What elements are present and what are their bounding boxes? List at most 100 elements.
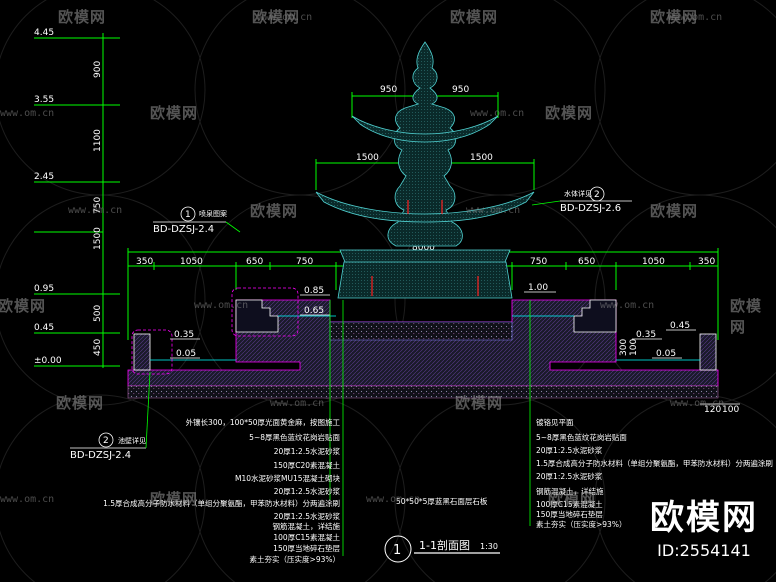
watermark-url: www.om.cn [600, 300, 655, 311]
svg-text:1.00: 1.00 [528, 283, 548, 293]
svg-text:水体详见: 水体详见 [564, 189, 592, 198]
svg-text:1.5厚合成高分子防水材料（单组分聚氨酯，甲苯防水材料）分两: 1.5厚合成高分子防水材料（单组分聚氨酯，甲苯防水材料）分两遍涂刷 [103, 498, 340, 508]
svg-text:350: 350 [136, 257, 153, 267]
svg-text:0.35: 0.35 [174, 330, 194, 340]
right-notes: 镀铬见平面 5~8厚黑色蓝纹花岗岩贴面 20厚1:2.5水泥砂浆 1.5厚合成高… [536, 417, 773, 529]
watermark-url: www.om.cn [366, 494, 421, 505]
svg-text:950: 950 [452, 85, 469, 95]
svg-text:镀铬见平面: 镀铬见平面 [536, 417, 574, 427]
svg-text:BD-DZSJ-2.4: BD-DZSJ-2.4 [70, 450, 131, 461]
svg-text:0.05: 0.05 [656, 349, 676, 359]
elev-245: 2.45 [34, 172, 54, 182]
svg-text:20厚1:2.5水泥砂浆: 20厚1:2.5水泥砂浆 [274, 446, 341, 456]
svg-text:8000: 8000 [412, 243, 435, 253]
svg-text:0.65: 0.65 [304, 306, 324, 316]
watermark: 欧模网 [150, 104, 199, 122]
svg-text:外镶长300，100*50厚光面黄金麻，按图施工: 外镶长300，100*50厚光面黄金麻，按图施工 [186, 417, 341, 427]
watermark: 欧模网 [0, 297, 47, 315]
svg-text:650: 650 [246, 257, 263, 267]
elev-095: 0.95 [34, 284, 54, 294]
watermark-url: www.om.cn [270, 398, 325, 409]
svg-text:5~8厚黑色蓝纹花岗岩贴面: 5~8厚黑色蓝纹花岗岩贴面 [249, 432, 340, 442]
svg-text:M10水泥砂浆MU15混凝土砌块: M10水泥砂浆MU15混凝土砌块 [235, 473, 341, 483]
watermark-url: www.om.cn [0, 108, 55, 119]
watermark-url: www.om.cn [68, 205, 123, 216]
detail-callouts: 1 喷泉图案 BD-DZSJ-2.4 2 水体详见 BD-DZSJ-2.6 2 … [70, 186, 632, 461]
watermark: 欧模网 [545, 104, 594, 122]
watermark: 欧模网 [730, 297, 763, 336]
svg-text:150厚C20素混凝土: 150厚C20素混凝土 [273, 460, 340, 470]
elev-000: ±0.00 [34, 356, 62, 366]
svg-text:950: 950 [380, 85, 397, 95]
watermark: 欧模网 [450, 8, 499, 26]
svg-text:1500: 1500 [93, 227, 103, 250]
svg-text:素土夯实（压实度>93%）: 素土夯实（压实度>93%） [250, 554, 340, 564]
svg-text:750: 750 [93, 197, 103, 214]
svg-text:BD-DZSJ-2.6: BD-DZSJ-2.6 [560, 203, 621, 214]
watermark: 欧模网 [250, 202, 299, 220]
svg-text:钢筋混凝土，详结施: 钢筋混凝土，详结施 [536, 486, 604, 496]
vertical-dim-values: 900 1100 750 1500 500 450 [93, 61, 103, 356]
svg-text:BD-DZSJ-2.4: BD-DZSJ-2.4 [153, 224, 214, 235]
svg-text:2: 2 [103, 436, 109, 446]
elev-445: 4.45 [34, 28, 54, 38]
mid-note: 50*50*5厚蓝黑石面层石板 [396, 496, 488, 506]
brand-logo: 欧模网 [650, 498, 758, 538]
svg-text:1500: 1500 [356, 153, 379, 163]
brand-badge: 欧模网 ID:2554141 [650, 490, 758, 560]
svg-text:5~8厚黑色蓝纹花岗岩贴面: 5~8厚黑色蓝纹花岗岩贴面 [536, 432, 627, 442]
svg-text:1: 1 [393, 543, 401, 558]
svg-text:20厚1:2.5水泥砂浆: 20厚1:2.5水泥砂浆 [536, 445, 603, 455]
svg-text:900: 900 [93, 61, 103, 78]
svg-text:0.05: 0.05 [176, 349, 196, 359]
elev-355: 3.55 [34, 95, 54, 105]
watermark: 欧模网 [252, 8, 301, 26]
watermark-url: www.om.cn [470, 108, 525, 119]
svg-text:1-1剖面图: 1-1剖面图 [419, 538, 470, 552]
svg-text:池壁详见: 池壁详见 [118, 436, 146, 445]
watermark: 欧模网 [548, 490, 597, 508]
section-title: 1 1-1剖面图 1:30 [384, 535, 500, 563]
svg-text:0.45: 0.45 [670, 321, 690, 331]
elevation-labels: 4.45 3.55 2.45 0.95 0.45 ±0.00 [34, 28, 62, 366]
svg-text:150厚当地碎石垫层: 150厚当地碎石垫层 [536, 509, 603, 519]
svg-text:2: 2 [594, 190, 600, 200]
watermark-url: www.om.cn [668, 12, 723, 23]
elev-045: 0.45 [34, 323, 54, 333]
watermark-url: www.om.cn [194, 300, 249, 311]
svg-text:450: 450 [93, 339, 103, 356]
watermark: 欧模网 [650, 8, 699, 26]
svg-text:20厚1:2.5水泥砂浆: 20厚1:2.5水泥砂浆 [274, 511, 341, 521]
fountain-sculpture [315, 41, 535, 299]
svg-text:1100: 1100 [93, 129, 103, 152]
svg-text:150厚当地碎石垫层: 150厚当地碎石垫层 [273, 543, 340, 553]
svg-text:20厚1:2.5水泥砂浆: 20厚1:2.5水泥砂浆 [536, 471, 603, 481]
svg-text:1500: 1500 [470, 153, 493, 163]
watermark-url: www.om.cn [0, 494, 55, 505]
svg-text:100: 100 [722, 405, 739, 415]
watermark-url: www.om.cn [670, 398, 725, 409]
watermark: 欧模网 [150, 490, 199, 508]
svg-text:0.85: 0.85 [304, 286, 324, 296]
svg-text:650: 650 [578, 257, 595, 267]
brand-id: ID:2554141 [657, 541, 751, 560]
svg-text:20厚1:2.5水泥砂浆: 20厚1:2.5水泥砂浆 [274, 486, 341, 496]
svg-text:750: 750 [296, 257, 313, 267]
basin-structure [127, 287, 719, 399]
watermark: 欧模网 [455, 394, 504, 412]
svg-text:素土夯实（压实度>93%）: 素土夯实（压实度>93%） [536, 519, 626, 529]
svg-text:1.5厚合成高分子防水材料（单组分聚氨酯，甲苯防水材料）分两: 1.5厚合成高分子防水材料（单组分聚氨酯，甲苯防水材料）分两遍涂刷 [536, 458, 773, 468]
svg-text:钢筋混凝土，详结施: 钢筋混凝土，详结施 [273, 521, 341, 531]
svg-text:1050: 1050 [180, 257, 203, 267]
level-marks: 0.85 0.65 1.00 0.35 0.05 0.35 0.45 0.05 … [174, 283, 739, 415]
svg-text:1:30: 1:30 [480, 542, 498, 551]
svg-text:喷泉图案: 喷泉图案 [199, 209, 227, 218]
level-mark-lines [170, 291, 740, 405]
svg-text:120: 120 [704, 405, 721, 415]
svg-text:100厚C15素混凝土: 100厚C15素混凝土 [273, 532, 340, 542]
svg-text:100厚C15素混凝土: 100厚C15素混凝土 [536, 499, 603, 509]
svg-text:750: 750 [530, 257, 547, 267]
svg-text:0.35: 0.35 [636, 330, 656, 340]
svg-text:500: 500 [93, 305, 103, 322]
watermark-url: www.om.cn [466, 205, 521, 216]
